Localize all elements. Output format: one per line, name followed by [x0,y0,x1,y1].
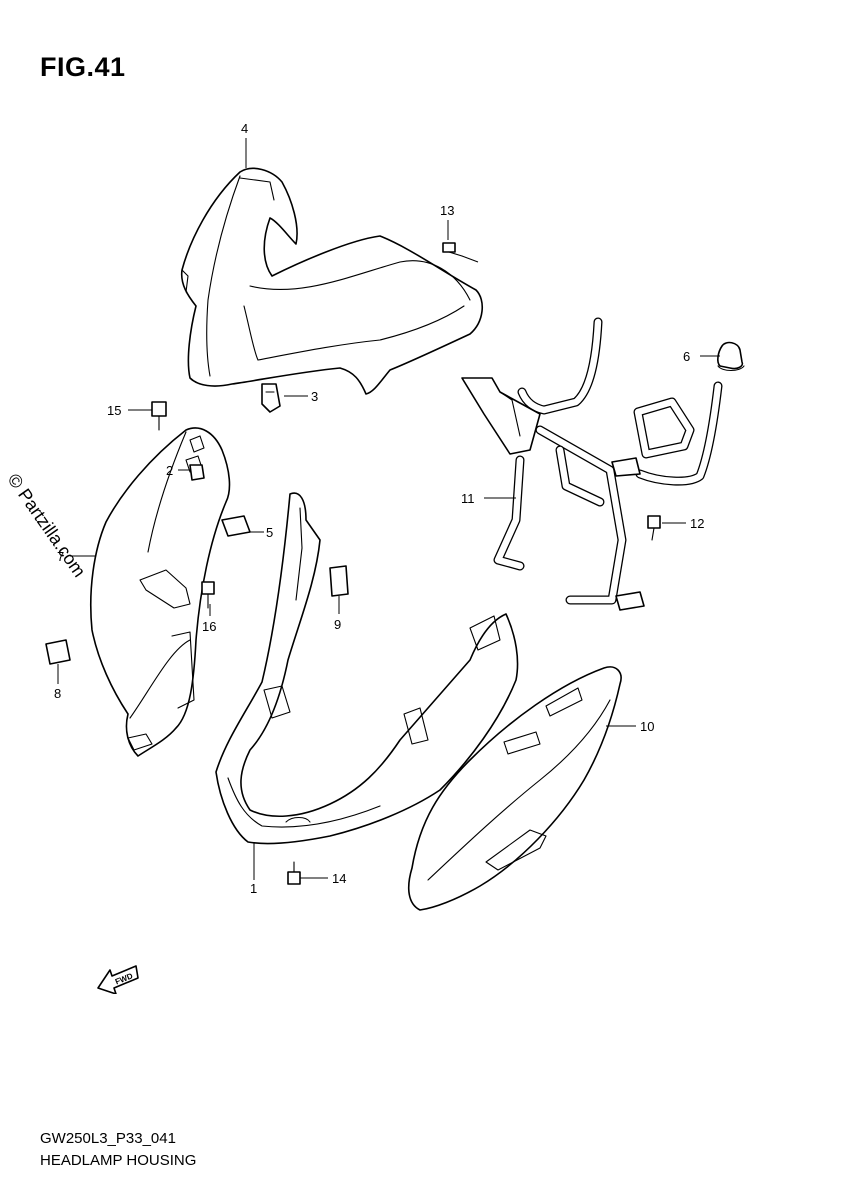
callout-6: 6 [683,349,690,364]
callout-4: 4 [241,121,248,136]
callout-5: 5 [266,525,273,540]
part-12-bolt[interactable] [647,515,661,541]
part-6-grommet[interactable] [717,341,745,372]
part-4-upper-cover[interactable] [180,167,483,395]
part-9-cushion[interactable] [329,565,349,597]
callout-3: 3 [311,389,318,404]
callout-8: 8 [54,686,61,701]
model-code: GW250L3_P33_041 [40,1130,176,1147]
callout-7: 7 [57,549,64,564]
callout-15: 15 [107,403,121,418]
part-3-clip-nut[interactable] [261,383,281,413]
callout-13: 13 [440,203,454,218]
leader-lines [57,138,720,880]
callout-12: 12 [690,516,704,531]
part-5-cushion[interactable] [221,515,251,537]
forward-direction-arrow-icon: FWD [97,965,139,994]
callout-16: 16 [202,619,216,634]
callout-10: 10 [640,719,654,734]
figure-title: FIG.41 [40,52,126,82]
part-7-left-panel[interactable] [89,427,231,757]
callout-2: 2 [166,463,173,478]
part-13-screw[interactable] [442,242,479,263]
part-14-screw[interactable] [287,861,301,885]
part-2-clip-nut[interactable] [189,464,205,481]
callout-14: 14 [332,871,346,886]
part-16-screw[interactable] [201,581,215,609]
part-8-cushion[interactable] [45,639,71,665]
callout-9: 9 [334,617,341,632]
callout-11: 11 [461,491,475,506]
callout-1: 1 [250,881,257,896]
part-11-bracket-frame[interactable] [461,317,723,611]
part-15-bolt[interactable] [151,401,167,431]
part-10-right-panel[interactable] [407,666,622,911]
section-name: HEADLAMP HOUSING [40,1152,197,1169]
part-1-lower-cover[interactable] [215,492,519,845]
